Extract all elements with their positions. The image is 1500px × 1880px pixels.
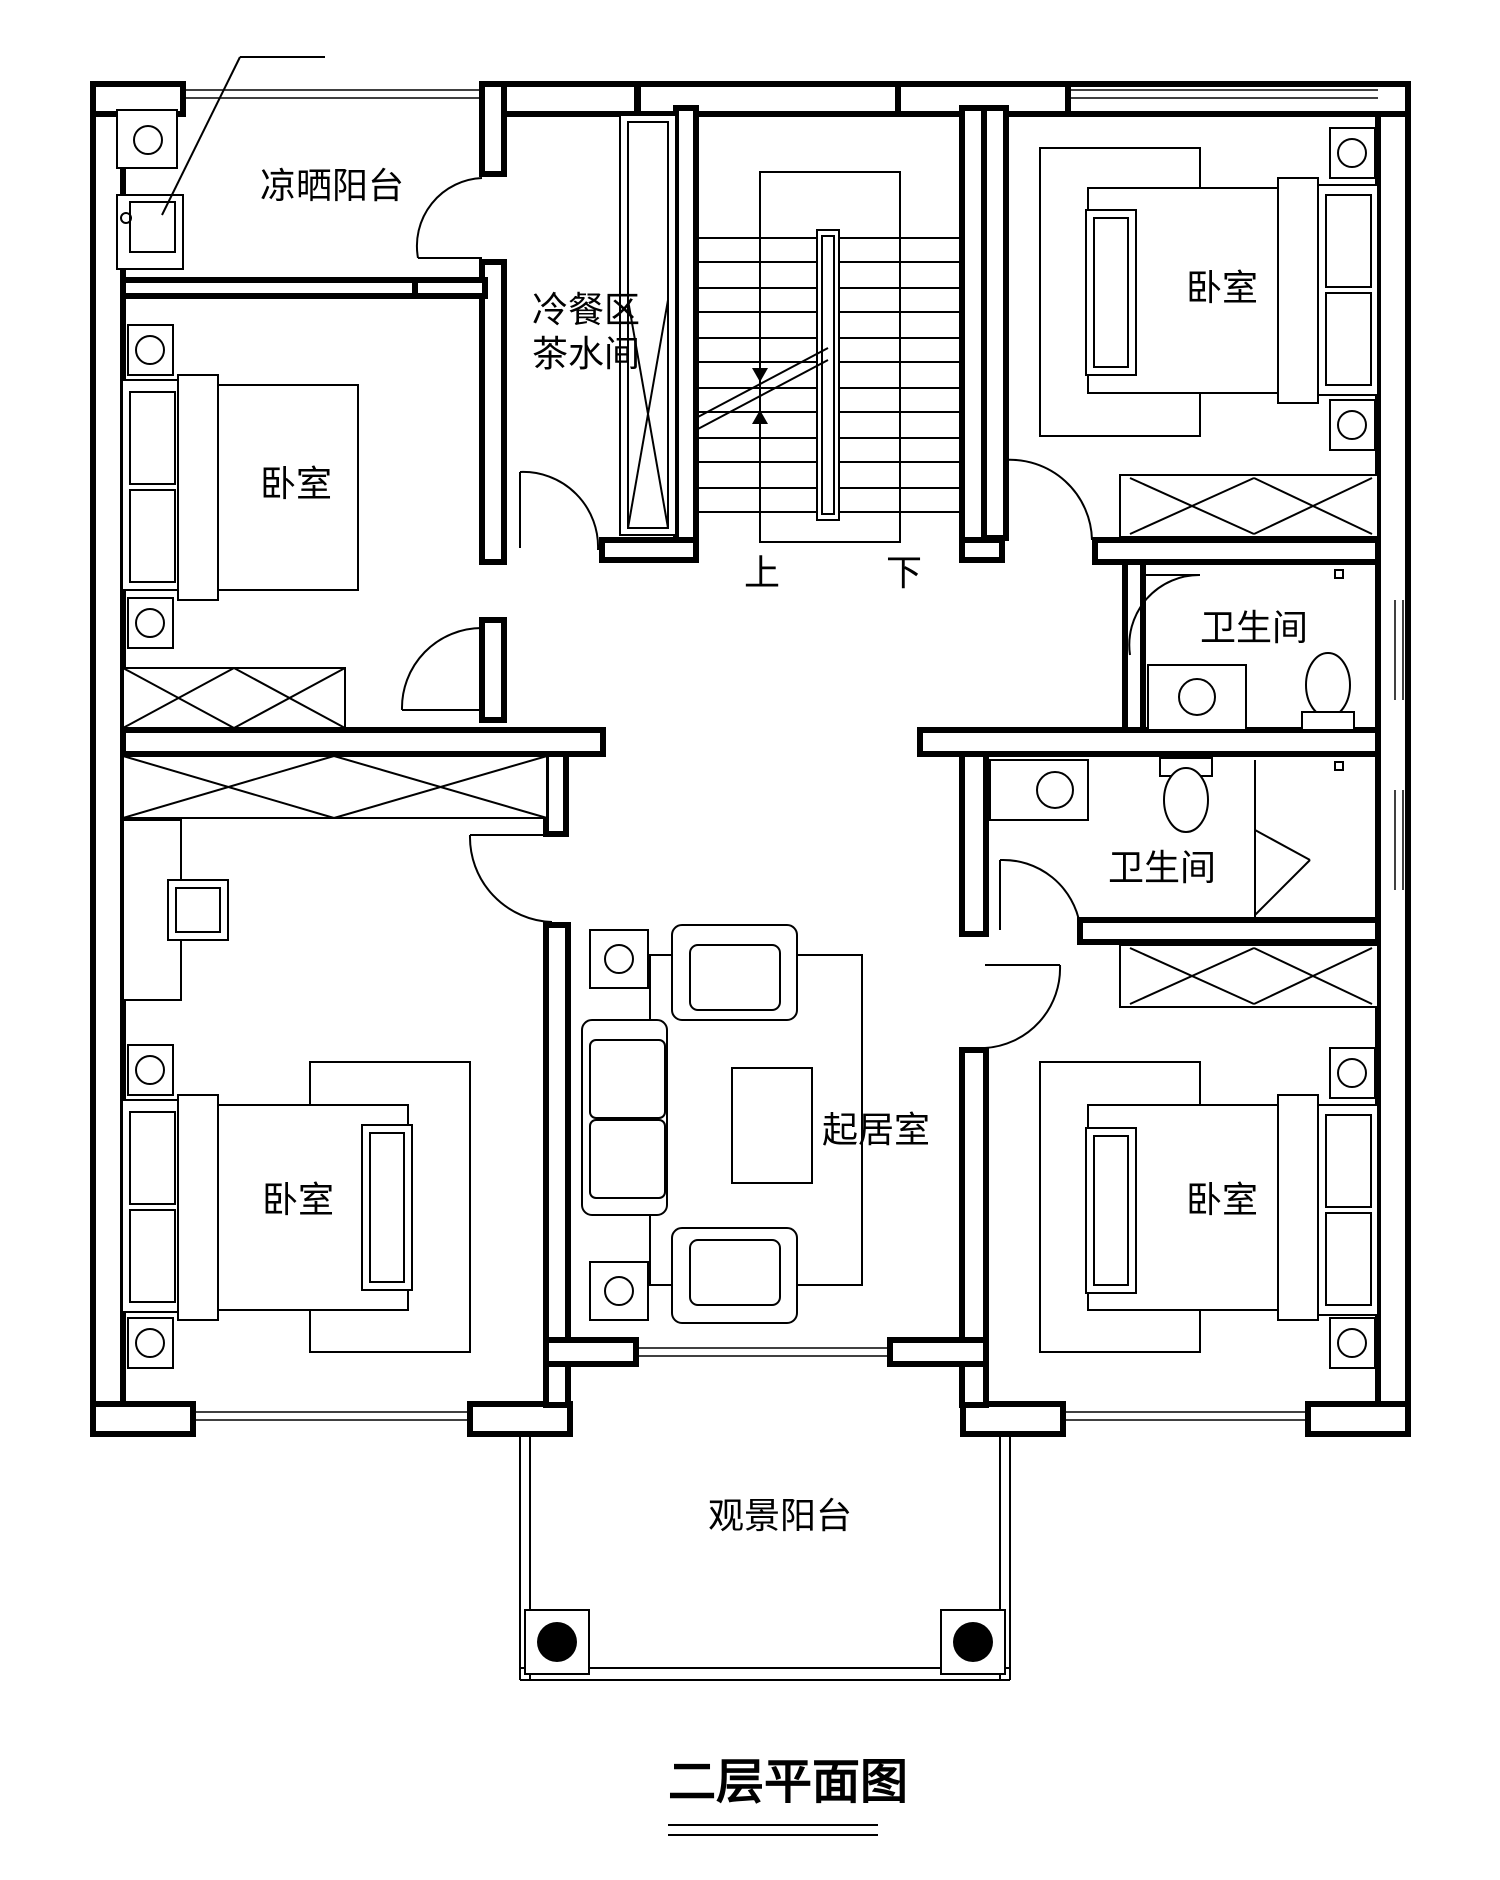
cold-meal-area-label: 冷餐区: [532, 290, 640, 331]
tea-cabinet: [619, 114, 677, 536]
bathroom-fixtures: [989, 569, 1355, 920]
bedroom-sw-furniture: [121, 755, 548, 1369]
bedroom-se-furniture: [1039, 944, 1379, 1369]
bedroom-se-label: 卧室: [1186, 1180, 1258, 1221]
living-room-label: 起居室: [822, 1110, 930, 1151]
bedroom-nw-furniture: [121, 324, 359, 729]
view-balcony-structure: [519, 1434, 1011, 1681]
toilet-icon: [1305, 652, 1351, 718]
stairs-down-label: 下: [886, 553, 922, 594]
outer-walls: [90, 81, 1411, 1437]
toilet-icon: [1163, 767, 1209, 833]
windows: [183, 89, 1404, 1421]
doors: [400, 177, 1201, 1049]
view-balcony-label: 观景阳台: [708, 1496, 852, 1537]
bathroom-lower-label: 卫生间: [1108, 848, 1216, 889]
bedroom-nw-label: 卧室: [260, 464, 332, 505]
bedroom-ne-furniture: [1039, 127, 1379, 538]
laundry-balcony-label: 凉晒阳台: [260, 166, 404, 207]
living-room-furniture: [581, 924, 863, 1324]
bedroom-sw-label: 卧室: [262, 1180, 334, 1221]
sliding-door: [636, 1347, 890, 1357]
column-icon: [953, 1622, 993, 1662]
sink-icon: [1036, 771, 1074, 809]
sink-icon: [133, 125, 163, 155]
staircase: [695, 171, 962, 543]
interior-walls: [120, 81, 1381, 1408]
plan-title: 二层平面图: [668, 1754, 908, 1810]
bedroom-ne-label: 卧室: [1186, 268, 1258, 309]
laundry-fixtures: [116, 56, 325, 270]
bathroom-upper-label: 卫生间: [1200, 608, 1308, 649]
sink-icon: [1178, 678, 1216, 716]
tea-room-label: 茶水间: [532, 334, 640, 375]
column-icon: [537, 1622, 577, 1662]
stairs-up-label: 上: [744, 553, 780, 594]
